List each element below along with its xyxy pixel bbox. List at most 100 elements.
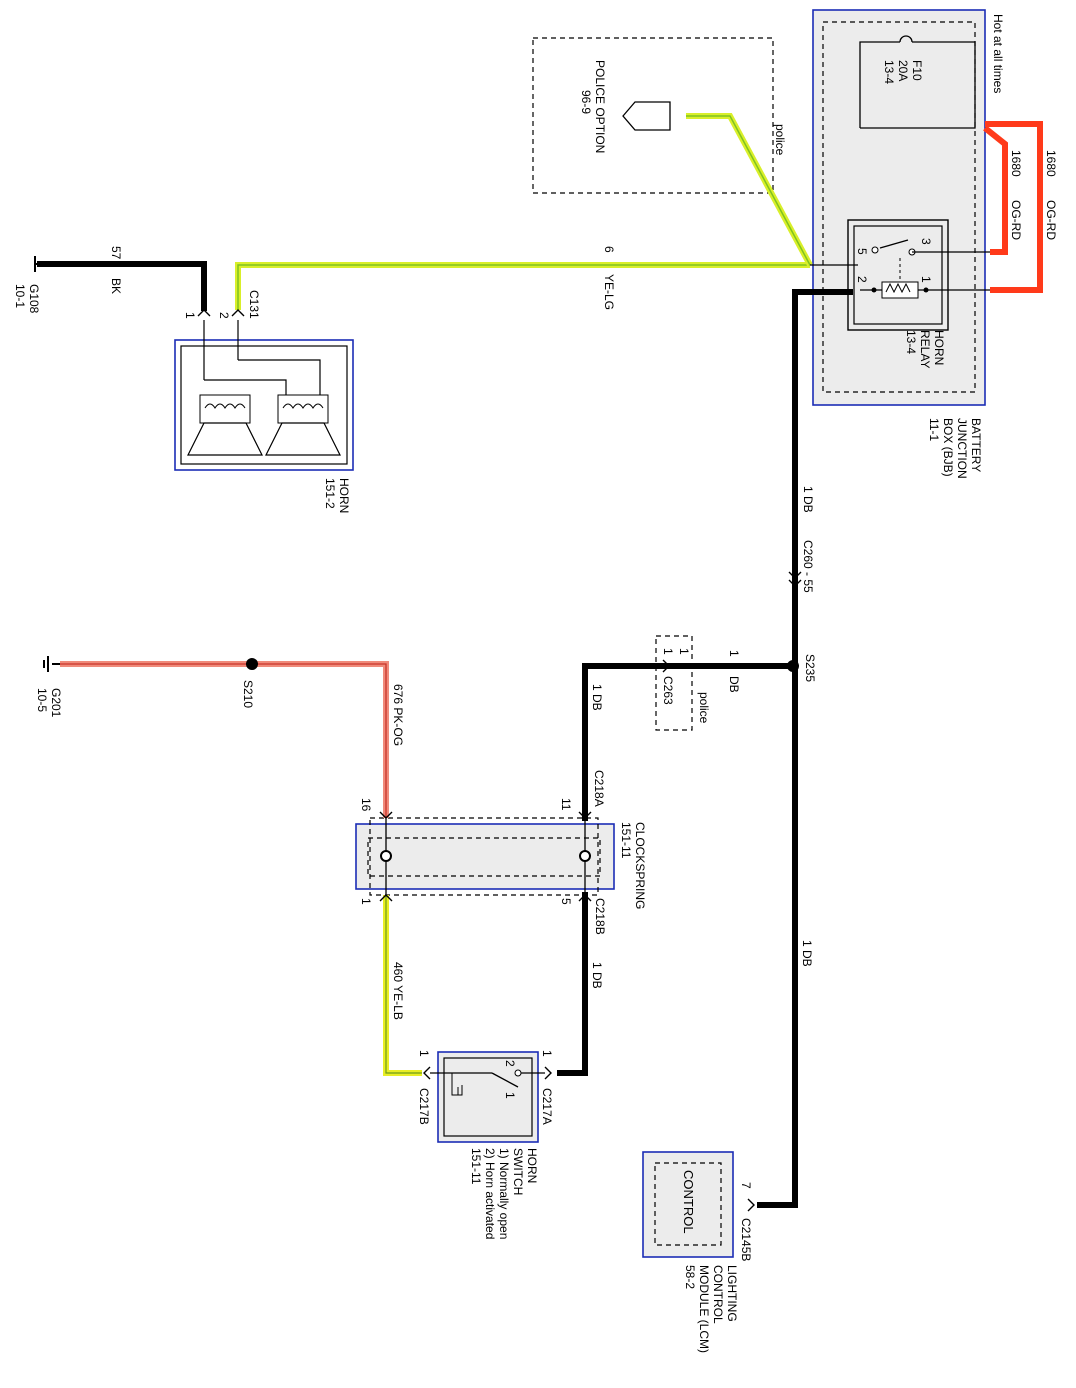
label-db-2: 1 DB	[590, 684, 604, 711]
label-g108: G108	[27, 284, 41, 314]
label-676: 676 PK-OG	[391, 684, 405, 746]
label-db-3: 1 DB	[590, 962, 604, 989]
horn-relay-icon	[860, 239, 940, 299]
label-bjb-1: BATTERY	[969, 418, 983, 472]
wire-460	[383, 895, 422, 1076]
label-horn-ref: 151-2	[323, 478, 337, 509]
label-relay-pin1: 1	[919, 276, 933, 283]
label-c2145b-pin: 7	[739, 1182, 753, 1189]
label-lcm-2: CONTROL	[711, 1265, 725, 1324]
label-c263-pin-r: 1	[677, 648, 691, 655]
label-police-option-ref: 96-9	[579, 90, 593, 114]
label-horn-switch-1: HORN	[525, 1148, 539, 1183]
label-s210: S210	[241, 680, 255, 708]
wire-57	[37, 261, 207, 311]
label-police-option: POLICE OPTION	[593, 60, 607, 153]
clockspring-internal-icon	[380, 818, 591, 895]
label-s235: S235	[803, 654, 817, 682]
horn-speaker-icon	[187, 320, 341, 456]
label-horn-switch-3: 1) Normally open	[497, 1148, 511, 1239]
label-1680-b-color: OG-RD	[1044, 200, 1058, 240]
label-wire6-num: 6	[602, 246, 616, 253]
label-460: 460 YE-LB	[391, 962, 405, 1020]
label-horn-switch-4: 2) Horn activated	[483, 1148, 497, 1239]
wire-db-main	[757, 289, 853, 1208]
label-c217b: C217B	[417, 1088, 431, 1125]
label-relay-pin2: 2	[855, 276, 869, 283]
wire-1680-a	[983, 125, 1008, 255]
label-f10: F10	[910, 60, 924, 81]
label-pin11: 11	[559, 798, 573, 811]
label-pin16: 16	[359, 798, 373, 812]
label-c131-pin2: 2	[217, 312, 231, 319]
label-c131: C131	[247, 290, 261, 319]
label-horn-relay-2: RELAY	[918, 330, 932, 368]
battery-junction-box	[812, 9, 986, 406]
label-c217b-pin: 1	[417, 1050, 431, 1057]
wire-db-switch	[557, 892, 588, 1076]
label-control: CONTROL	[681, 1170, 696, 1234]
label-c260: C260 - 55	[801, 540, 815, 593]
label-c218b: C218B	[593, 898, 607, 935]
label-bjb-3: BOX (BJB)	[941, 418, 955, 477]
label-g201-ref: 10-5	[35, 688, 49, 712]
wire-db-c263	[582, 663, 796, 821]
fuse-f10-icon	[859, 35, 976, 129]
horn-switch-icon	[430, 1069, 545, 1096]
label-clockspring: CLOCKSPRING	[633, 822, 647, 909]
label-c263-pin-l: 1	[661, 648, 675, 655]
label-f10-amp: 20A	[896, 60, 910, 81]
label-wire6-color: YE-LG	[602, 274, 616, 310]
label-db-h-color: DB	[727, 676, 741, 693]
label-pin5-cs: 5	[559, 898, 573, 905]
label-lcm-4: 58-2	[683, 1265, 697, 1289]
ground-g201-icon	[43, 656, 60, 672]
label-lcm-3: MODULE (LCM)	[697, 1265, 711, 1353]
label-sw-pin2: 2	[503, 1060, 517, 1067]
lighting-control-module	[642, 1151, 734, 1258]
label-police-top: police	[773, 124, 787, 156]
splice-s210	[246, 658, 258, 670]
wire-police	[686, 113, 813, 267]
label-relay-pin5: 5	[855, 248, 869, 255]
label-bjb-2: JUNCTION	[955, 418, 969, 479]
label-c2145b: C2145B	[739, 1218, 753, 1261]
label-clockspring-ref: 151-11	[619, 822, 633, 859]
label-wire57-num: 57	[109, 246, 123, 260]
label-sw-pin1: 1	[503, 1092, 517, 1099]
splice-s235	[787, 660, 799, 672]
police-connector-box	[655, 635, 693, 731]
label-1680-b-num: 1680	[1044, 150, 1058, 177]
label-g201: G201	[49, 688, 63, 718]
wire-6	[235, 262, 810, 310]
label-db-4: 1 DB	[800, 940, 814, 967]
police-option-box	[532, 37, 774, 194]
label-c217a-pin: 1	[540, 1050, 554, 1057]
label-c218a: C218A	[592, 770, 606, 807]
label-pin1-cs: 1	[359, 898, 373, 905]
label-lcm-1: LIGHTING	[725, 1265, 739, 1322]
police-plug-icon	[622, 101, 671, 131]
label-hot: Hot at all times	[991, 14, 1005, 93]
label-wire57-color: BK	[109, 278, 123, 294]
label-horn-relay-1: HORN	[932, 330, 946, 365]
label-c217a: C217A	[540, 1088, 554, 1125]
label-1680-a-color: OG-RD	[1009, 200, 1023, 240]
label-horn-relay-3: 13-4	[904, 330, 918, 354]
label-horn-switch-5: 151-11	[469, 1148, 483, 1185]
label-police-mid: police	[697, 692, 711, 724]
label-g108-ref: 10-1	[13, 284, 27, 308]
label-db-h-num: 1	[727, 650, 741, 657]
connector-marks	[197, 309, 802, 1212]
label-horn-switch-2: SWITCH	[511, 1148, 525, 1195]
label-c263: C263	[661, 676, 675, 705]
label-1680-a-num: 1680	[1009, 150, 1023, 177]
wire-1680-b	[985, 121, 1043, 293]
label-relay-pin3: 3	[919, 238, 933, 245]
ground-g108-icon	[34, 256, 42, 272]
label-bjb-4: 11-1	[927, 418, 941, 441]
label-db-1: 1 DB	[801, 486, 815, 513]
label-horn: HORN	[337, 478, 351, 513]
